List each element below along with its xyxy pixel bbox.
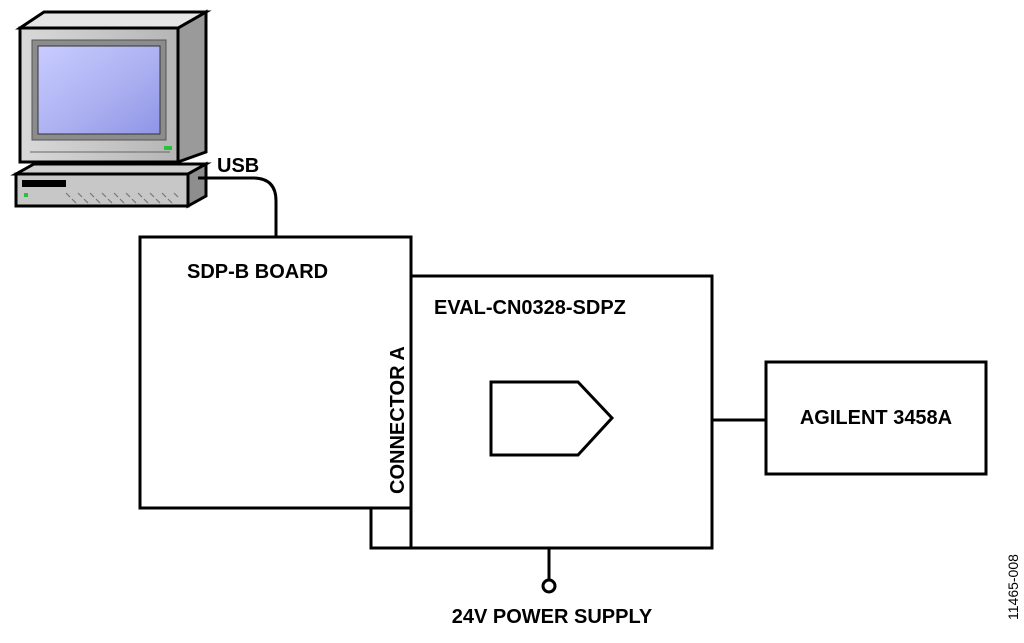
- computer-icon: [10, 9, 212, 209]
- sdp-b-board: [138, 235, 413, 510]
- agilent-meter-label: AGILENT 3458A: [800, 407, 952, 429]
- eval-board-label: EVAL-CN0328-SDPZ: [434, 297, 626, 319]
- usb-label: USB: [217, 155, 259, 177]
- power-terminal: [541, 578, 557, 594]
- power-rail: [369, 508, 549, 550]
- connector-a-label: CONNECTOR A: [387, 346, 409, 494]
- sdp-b-board-label: SDP-B BOARD: [187, 261, 328, 283]
- figure-id: 11465-008: [1005, 554, 1021, 620]
- usb-cable: [198, 176, 278, 237]
- agilent-meter: [764, 360, 988, 476]
- power-supply-label: 24V POWER SUPPLY: [452, 606, 653, 628]
- adc-symbol: [489, 380, 615, 457]
